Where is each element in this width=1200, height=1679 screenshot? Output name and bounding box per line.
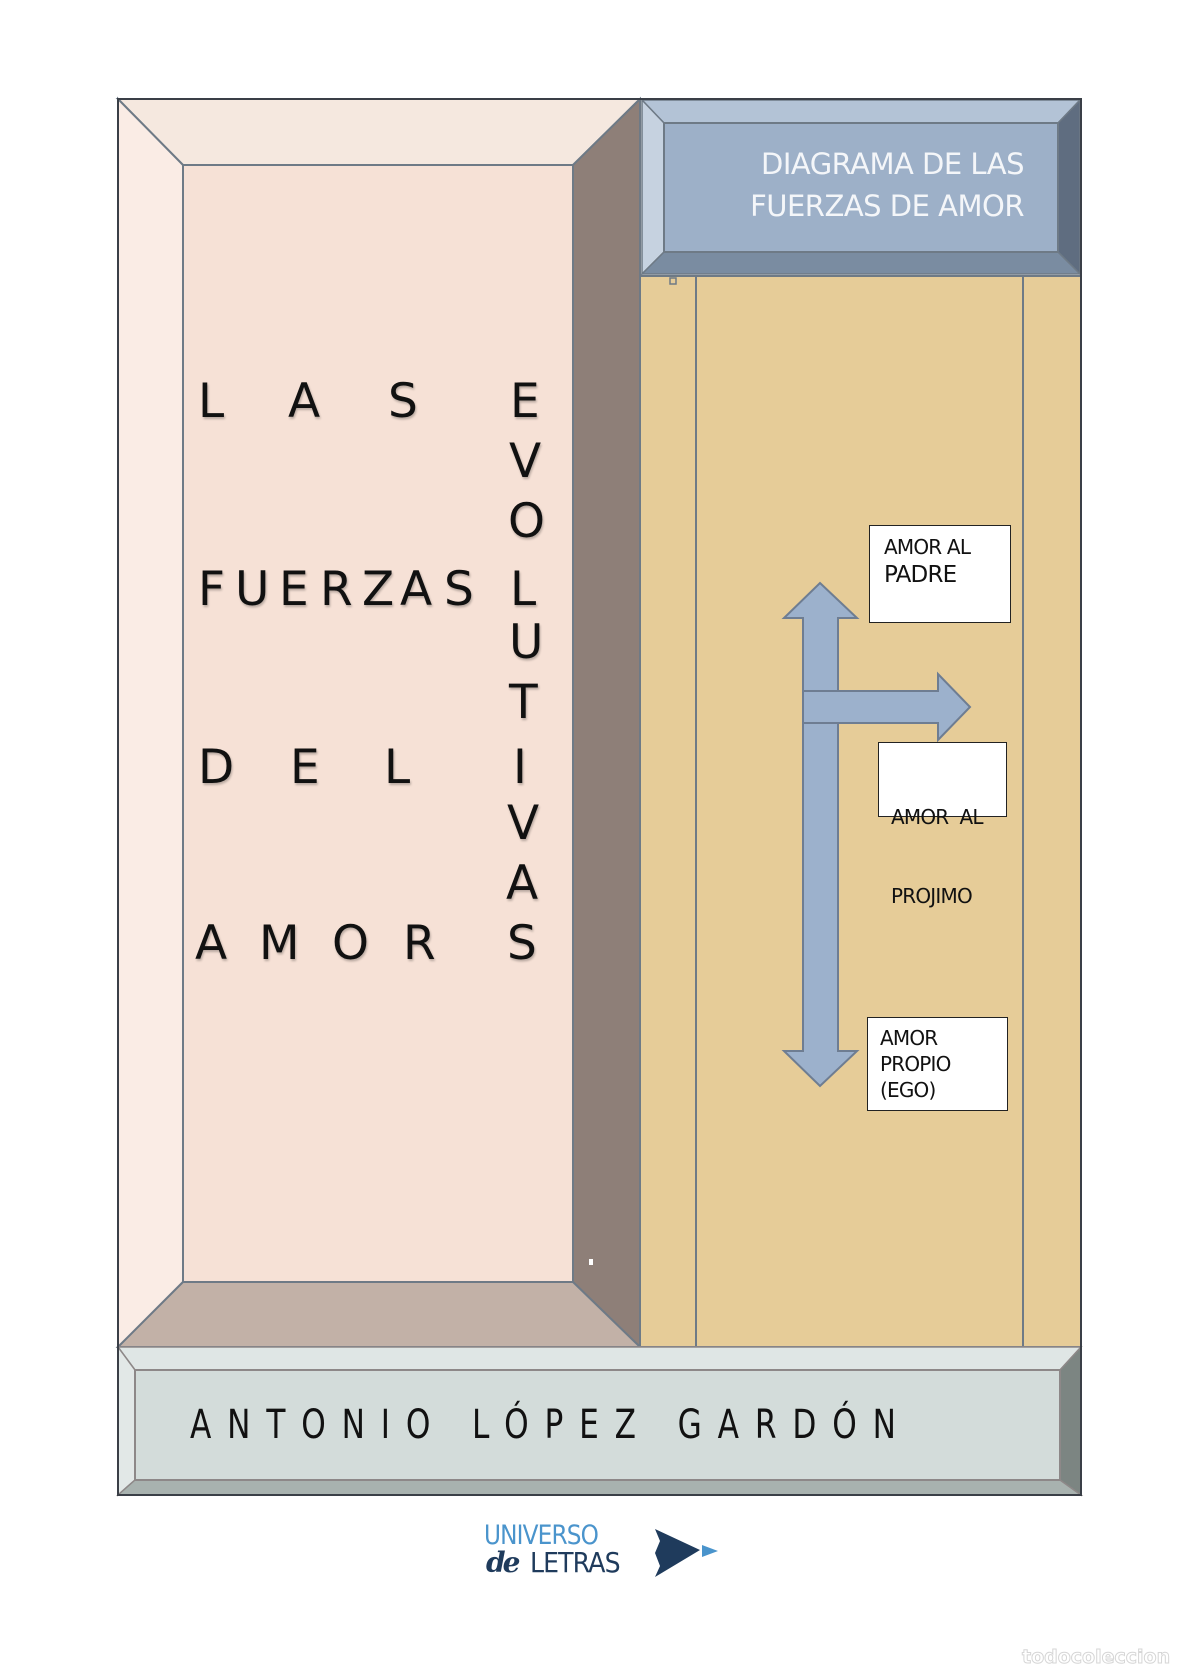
title-letter: A — [195, 916, 228, 971]
title-letter: S — [388, 374, 418, 429]
diagram-title-line-2: FUERZAS DE AMOR — [750, 189, 1024, 223]
author-bar — [116, 1344, 1084, 1497]
label-line: PROJIMO — [891, 883, 973, 908]
publisher-name-line-2: LETRAS — [530, 1546, 621, 1579]
vertical-title-letter: V — [507, 796, 540, 851]
title-letter: M — [259, 916, 300, 971]
title-letter: F — [198, 562, 226, 617]
arrow-diagram — [781, 581, 972, 1088]
label-amor-al-padre: AMOR AL PADRE — [869, 525, 1011, 623]
vertical-title-letter: I — [513, 740, 527, 795]
title-letter: R — [403, 916, 436, 971]
label-line: PROPIO — [880, 1052, 951, 1076]
diagram-title-panel — [640, 98, 1082, 276]
vertical-title-letter: V — [509, 434, 542, 489]
label-line: AMOR AL — [884, 535, 971, 559]
label-line: AMOR — [880, 1026, 938, 1050]
title-letter: R — [320, 562, 353, 617]
title-letter: A — [288, 374, 321, 429]
outer-frame — [117, 98, 1082, 1496]
title-letter: S — [444, 562, 474, 617]
label-line: PADRE — [884, 562, 957, 589]
title-letter: O — [332, 916, 369, 971]
right-arrow-icon — [802, 671, 972, 743]
pencil-logo-icon — [655, 1529, 718, 1577]
title-letter: A — [400, 562, 433, 617]
right-diagram-panel — [639, 275, 1082, 1348]
up-down-arrow-icon — [781, 581, 860, 1088]
title-letter: D — [198, 740, 235, 795]
vertical-title-letter: A — [506, 856, 539, 911]
vertical-title-letter: T — [509, 675, 538, 730]
publisher-name-line-1: UNIVERSO — [484, 1520, 599, 1551]
author-name: ANTONIO LÓPEZ GARDÓN — [190, 1402, 912, 1448]
vertical-title-letter: L — [510, 562, 537, 617]
vertical-title-letter: U — [509, 615, 544, 670]
title-letter: L — [384, 740, 411, 795]
title-letter: U — [235, 562, 270, 617]
diagram-title-line-1: DIAGRAMA DE LAS — [760, 147, 1025, 181]
title-letter: L — [198, 374, 225, 429]
title-letter: E — [290, 740, 320, 795]
title-letter: E — [279, 562, 309, 617]
vertical-title-letter: E — [510, 374, 540, 429]
watermark: todocoleccion — [1021, 1646, 1171, 1668]
title-letter: Z — [362, 562, 395, 617]
label-amor-al-projimo: AMOR AL PROJIMO — [878, 742, 1007, 908]
label-line: (EGO) — [880, 1078, 936, 1102]
left-beveled-panel — [115, 96, 643, 1350]
vertical-title-letter: S — [507, 916, 537, 971]
vertical-title-letter: O — [508, 494, 545, 549]
label-amor-propio-ego: AMOR PROPIO (EGO) — [867, 1017, 1008, 1111]
publisher-script-de: de — [486, 1546, 520, 1579]
label-line: AMOR AL — [891, 804, 984, 829]
